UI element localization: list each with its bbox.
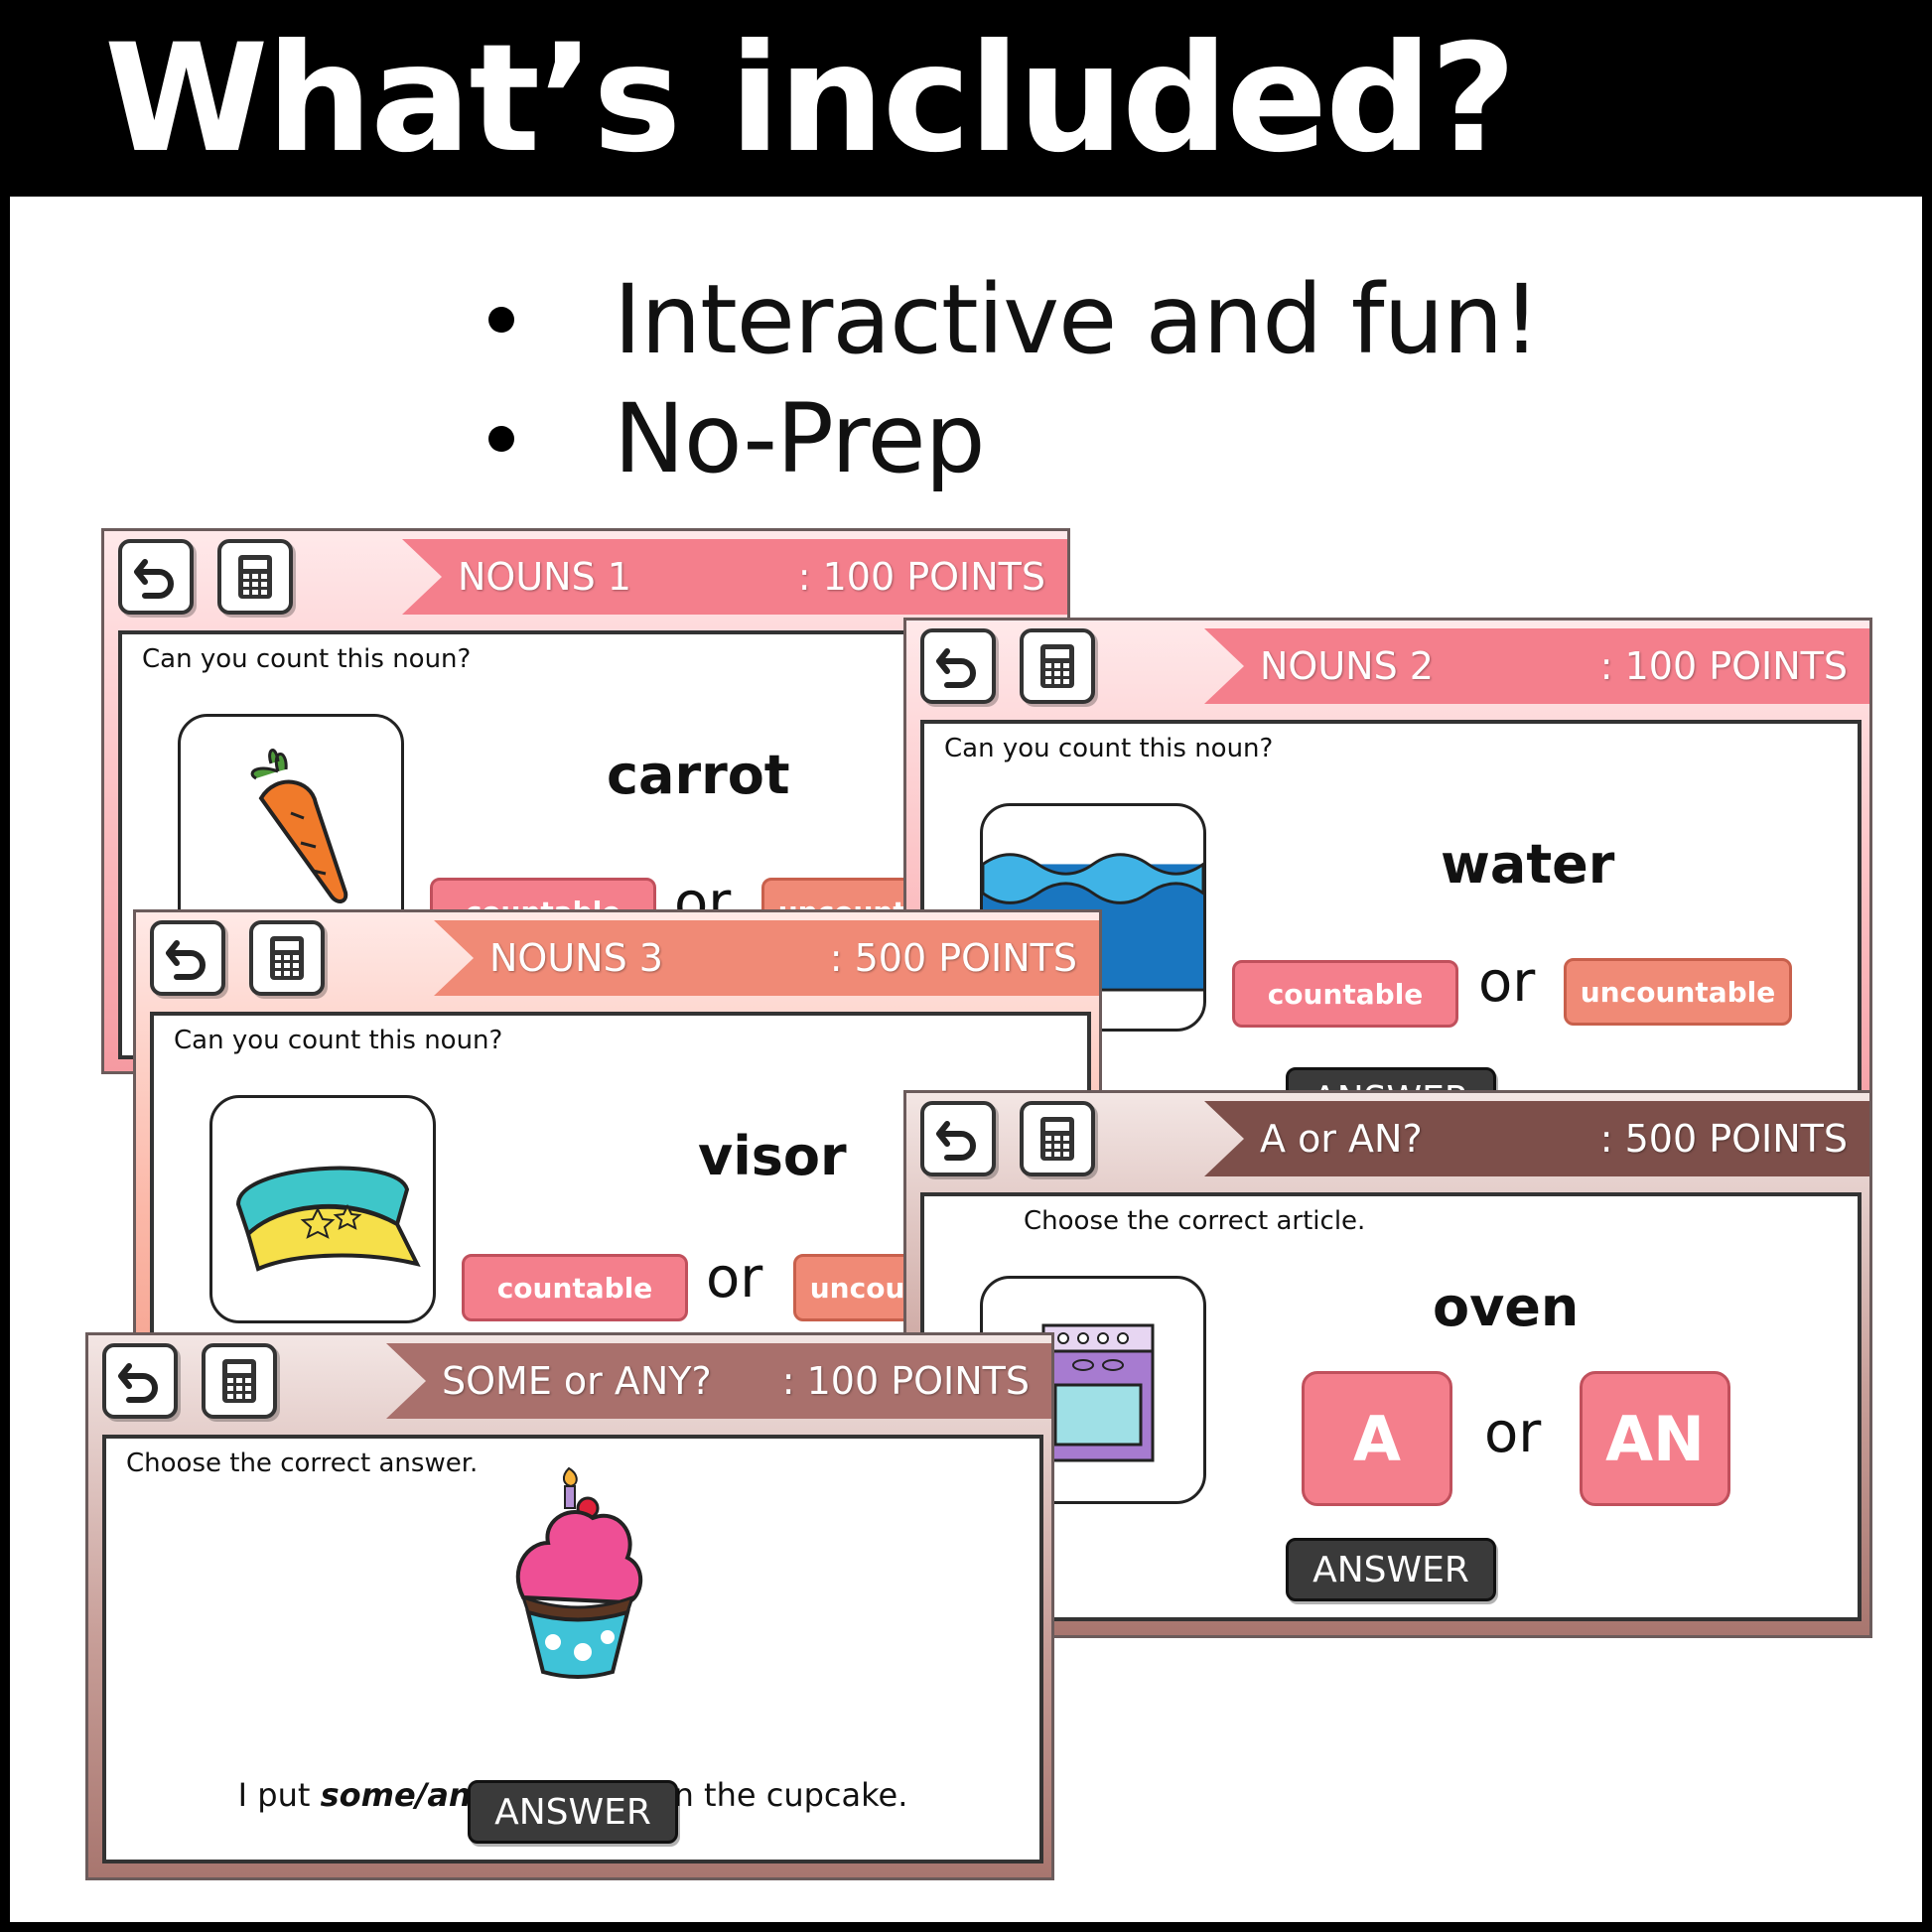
answer-button[interactable]: ANSWER bbox=[468, 1780, 678, 1844]
an-button[interactable]: AN bbox=[1580, 1371, 1730, 1506]
bullet-icon bbox=[488, 426, 514, 452]
calculator-icon bbox=[214, 1356, 264, 1406]
uncountable-button[interactable]: uncountable bbox=[1564, 958, 1792, 1026]
calculator-icon bbox=[230, 552, 280, 602]
slide-points: : 100 POINTS bbox=[797, 555, 1045, 599]
calculator-button[interactable] bbox=[202, 1343, 277, 1419]
question-text: Choose the correct answer. bbox=[126, 1449, 479, 1478]
picture-card bbox=[178, 714, 404, 942]
answer-button[interactable]: ANSWER bbox=[1286, 1538, 1496, 1601]
slide-points: : 100 POINTS bbox=[1599, 644, 1848, 688]
calculator-button[interactable] bbox=[217, 539, 293, 615]
undo-arrow-icon bbox=[131, 552, 181, 602]
feature-text: Interactive and fun! bbox=[614, 264, 1541, 375]
calculator-button[interactable] bbox=[249, 920, 325, 996]
countable-button[interactable]: countable bbox=[462, 1254, 688, 1321]
sentence-start: I put bbox=[237, 1776, 321, 1814]
undo-arrow-icon bbox=[933, 1114, 983, 1164]
slide-title: SOME or ANY? bbox=[442, 1359, 712, 1403]
slide-a-or-an: A or AN? : 500 POINTS Choose the correct… bbox=[903, 1090, 1872, 1638]
back-button[interactable] bbox=[150, 920, 225, 996]
feature-text: No-Prep bbox=[614, 383, 986, 494]
back-button[interactable] bbox=[118, 539, 194, 615]
slide-title-ribbon: NOUNS 1 : 100 POINTS bbox=[402, 539, 1067, 615]
back-button[interactable] bbox=[102, 1343, 178, 1419]
calculator-icon bbox=[1033, 1114, 1082, 1164]
question-text: Can you count this noun? bbox=[944, 734, 1274, 763]
slide-points: : 100 POINTS bbox=[781, 1359, 1030, 1403]
slide-title-ribbon: A or AN? : 500 POINTS bbox=[1204, 1101, 1869, 1176]
feature-item: No-Prep bbox=[477, 379, 1540, 498]
calculator-icon bbox=[262, 933, 312, 983]
calculator-button[interactable] bbox=[1020, 628, 1095, 704]
picture-card bbox=[209, 1095, 436, 1323]
slide-title: NOUNS 2 bbox=[1260, 644, 1434, 688]
noun-word: carrot bbox=[607, 744, 790, 806]
header-bar: What’s included? bbox=[0, 0, 1932, 197]
a-button[interactable]: A bbox=[1302, 1371, 1452, 1506]
question-text: Can you count this noun? bbox=[174, 1026, 503, 1055]
slide-title-ribbon: NOUNS 3 : 500 POINTS bbox=[434, 920, 1099, 996]
slide-some-or-any: SOME or ANY? : 100 POINTS Choose the cor… bbox=[85, 1332, 1054, 1880]
or-label: or bbox=[706, 1246, 763, 1311]
bullet-icon bbox=[488, 307, 514, 333]
undo-arrow-icon bbox=[933, 641, 983, 691]
feature-item: Interactive and fun! bbox=[477, 260, 1541, 379]
visor-icon bbox=[235, 1166, 421, 1272]
noun-word: visor bbox=[698, 1125, 847, 1187]
question-text: Can you count this noun? bbox=[142, 644, 472, 674]
cupcake-icon bbox=[515, 1466, 643, 1679]
or-label: or bbox=[1484, 1401, 1542, 1465]
undo-arrow-icon bbox=[163, 933, 212, 983]
page-title: What’s included? bbox=[104, 13, 1516, 186]
noun-word: oven bbox=[1433, 1276, 1580, 1338]
back-button[interactable] bbox=[920, 628, 996, 704]
question-text: Choose the correct article. bbox=[1024, 1206, 1366, 1236]
slide-title-ribbon: SOME or ANY? : 100 POINTS bbox=[386, 1343, 1051, 1419]
slide-title: A or AN? bbox=[1260, 1117, 1423, 1161]
question-area: Choose the correct answer. I put some/an… bbox=[102, 1435, 1043, 1863]
slide-title-ribbon: NOUNS 2 : 100 POINTS bbox=[1204, 628, 1869, 704]
countable-button[interactable]: countable bbox=[1232, 960, 1458, 1028]
carrot-icon bbox=[250, 749, 348, 903]
slide-points: : 500 POINTS bbox=[829, 936, 1077, 980]
slide-title: NOUNS 3 bbox=[489, 936, 663, 980]
back-button[interactable] bbox=[920, 1101, 996, 1176]
or-label: or bbox=[1478, 950, 1536, 1015]
undo-arrow-icon bbox=[115, 1356, 165, 1406]
calculator-icon bbox=[1033, 641, 1082, 691]
slide-points: : 500 POINTS bbox=[1599, 1117, 1848, 1161]
calculator-button[interactable] bbox=[1020, 1101, 1095, 1176]
feature-list: Interactive and fun! No-Prep bbox=[477, 260, 1541, 498]
sentence-choice: some/any bbox=[320, 1776, 492, 1814]
noun-word: water bbox=[1441, 833, 1615, 896]
slide-title: NOUNS 1 bbox=[458, 555, 631, 599]
question-area: Choose the correct article. oven A or AN… bbox=[920, 1192, 1862, 1621]
